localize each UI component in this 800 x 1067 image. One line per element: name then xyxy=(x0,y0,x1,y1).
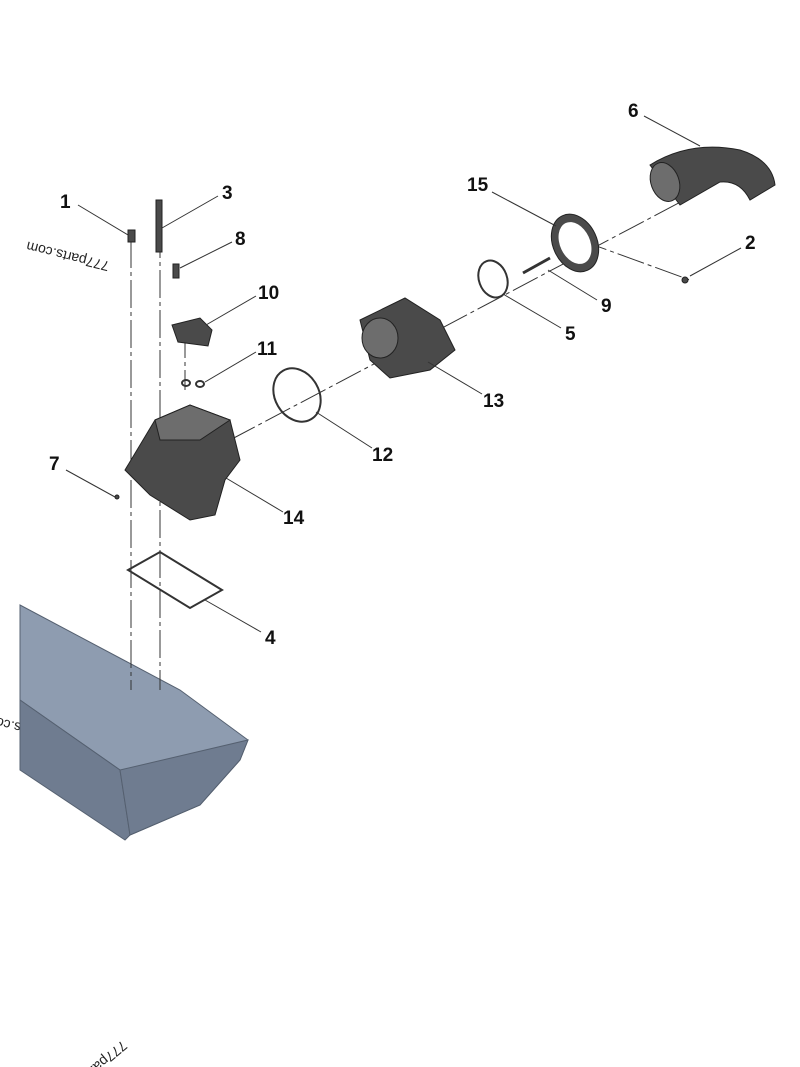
watermark: 777parts.com xyxy=(25,239,111,275)
callout-11: 11 xyxy=(257,339,278,360)
housing-14 xyxy=(124,404,241,521)
callout-15: 15 xyxy=(467,175,489,196)
callout-9: 9 xyxy=(601,296,612,317)
plug-2 xyxy=(681,276,689,284)
gasket-4 xyxy=(126,550,224,610)
o-ring-5 xyxy=(477,259,509,299)
callout-10: 10 xyxy=(258,283,279,304)
callout-2: 2 xyxy=(745,233,756,254)
callout-7: 7 xyxy=(49,454,60,475)
elbow-pipe-6 xyxy=(649,146,776,206)
bracket-10 xyxy=(171,317,213,347)
callout-14: 14 xyxy=(283,508,305,529)
elbow-13 xyxy=(359,297,456,379)
watermark: 777parts.com xyxy=(55,1038,130,1067)
callout-8: 8 xyxy=(235,229,246,250)
callout-4: 4 xyxy=(265,628,276,649)
bolt-9 xyxy=(522,256,551,275)
callout-13: 13 xyxy=(483,391,504,412)
callout-5: 5 xyxy=(565,324,576,345)
gasket-12 xyxy=(272,367,322,423)
callout-1: 1 xyxy=(60,192,71,213)
long-bolt-3 xyxy=(155,199,163,253)
centerline xyxy=(229,159,761,441)
v-band-clamp-15 xyxy=(550,213,600,273)
bolt-8 xyxy=(172,263,180,279)
bolt-1 xyxy=(127,229,136,243)
o-rings-11 xyxy=(181,379,205,388)
callout-12: 12 xyxy=(372,445,393,466)
plug-7 xyxy=(114,494,120,500)
callout-3: 3 xyxy=(222,183,233,204)
cylinder-head-block xyxy=(19,604,249,841)
callout-6: 6 xyxy=(628,101,639,122)
